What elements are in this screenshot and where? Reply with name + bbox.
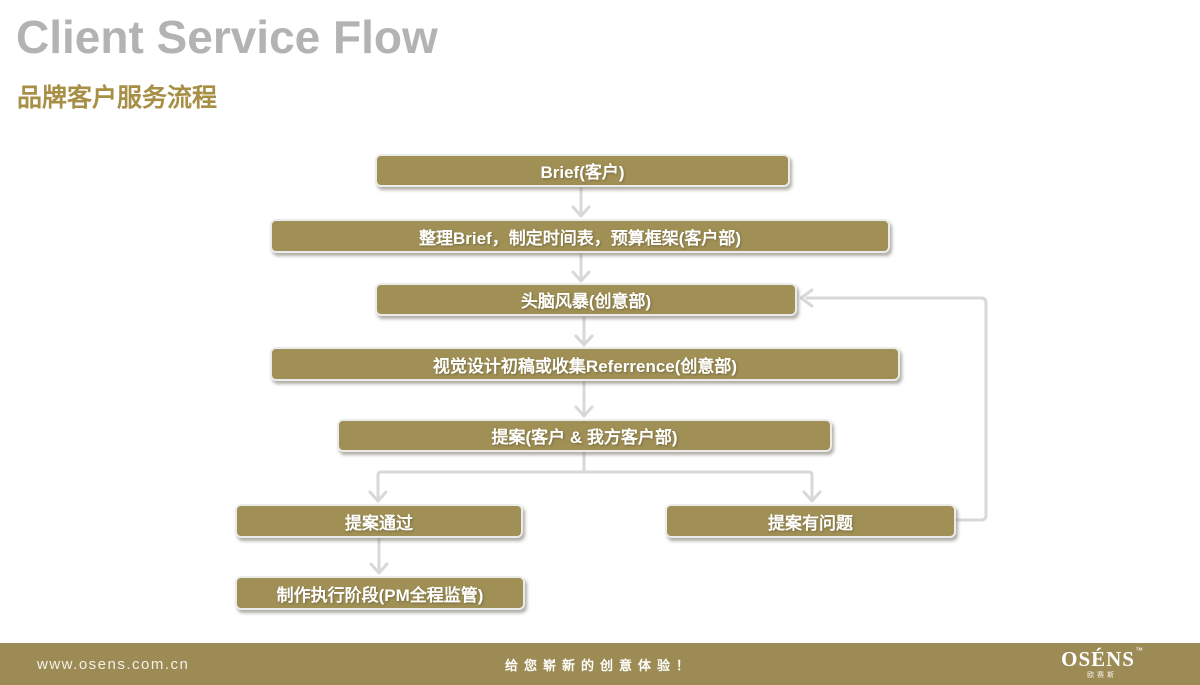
arrow-brief-to-organize bbox=[571, 186, 591, 218]
flow-step-organize-brief: 整理Brief，制定时间表，预算框架(客户部) bbox=[270, 219, 890, 253]
arrow-organize-to-brainstorm bbox=[571, 253, 591, 283]
osens-logo-text: OSÉNS bbox=[1061, 647, 1135, 671]
arrow-passed-to-production bbox=[369, 537, 389, 575]
flow-step-proposal-passed: 提案通过 bbox=[235, 504, 523, 538]
osens-logo-subtext: 欧赛斯 bbox=[1087, 672, 1118, 679]
flow-step-proposal-issues: 提案有问题 bbox=[665, 504, 956, 538]
footer-website: www.osens.com.cn bbox=[37, 655, 190, 673]
connector-proposal-branch bbox=[368, 449, 822, 503]
arrow-brainstorm-to-draft bbox=[574, 316, 594, 347]
footer-slogan: 给您崭新的创意体验！ bbox=[504, 657, 695, 673]
flow-step-brainstorm: 头脑风暴(创意部) bbox=[375, 283, 797, 316]
trademark-symbol: ™ bbox=[1135, 646, 1143, 655]
flow-step-visual-draft: 视觉设计初稿或收集Referrence(创意部) bbox=[270, 347, 900, 381]
flow-step-brief: Brief(客户) bbox=[375, 154, 790, 187]
page-title: Client Service Flow bbox=[16, 11, 438, 63]
connector-feedback-loop bbox=[799, 288, 988, 522]
footer-bar: www.osens.com.cn 给您崭新的创意体验！ OSÉNS™ 欧赛斯 bbox=[0, 643, 1200, 685]
flow-step-production: 制作执行阶段(PM全程监管) bbox=[235, 576, 525, 610]
page-subtitle: 品牌客户服务流程 bbox=[17, 84, 218, 112]
flow-step-proposal: 提案(客户 & 我方客户部) bbox=[337, 419, 832, 452]
arrow-draft-to-proposal bbox=[574, 380, 594, 418]
osens-logo: OSÉNS™ 欧赛斯 bbox=[1061, 646, 1143, 680]
